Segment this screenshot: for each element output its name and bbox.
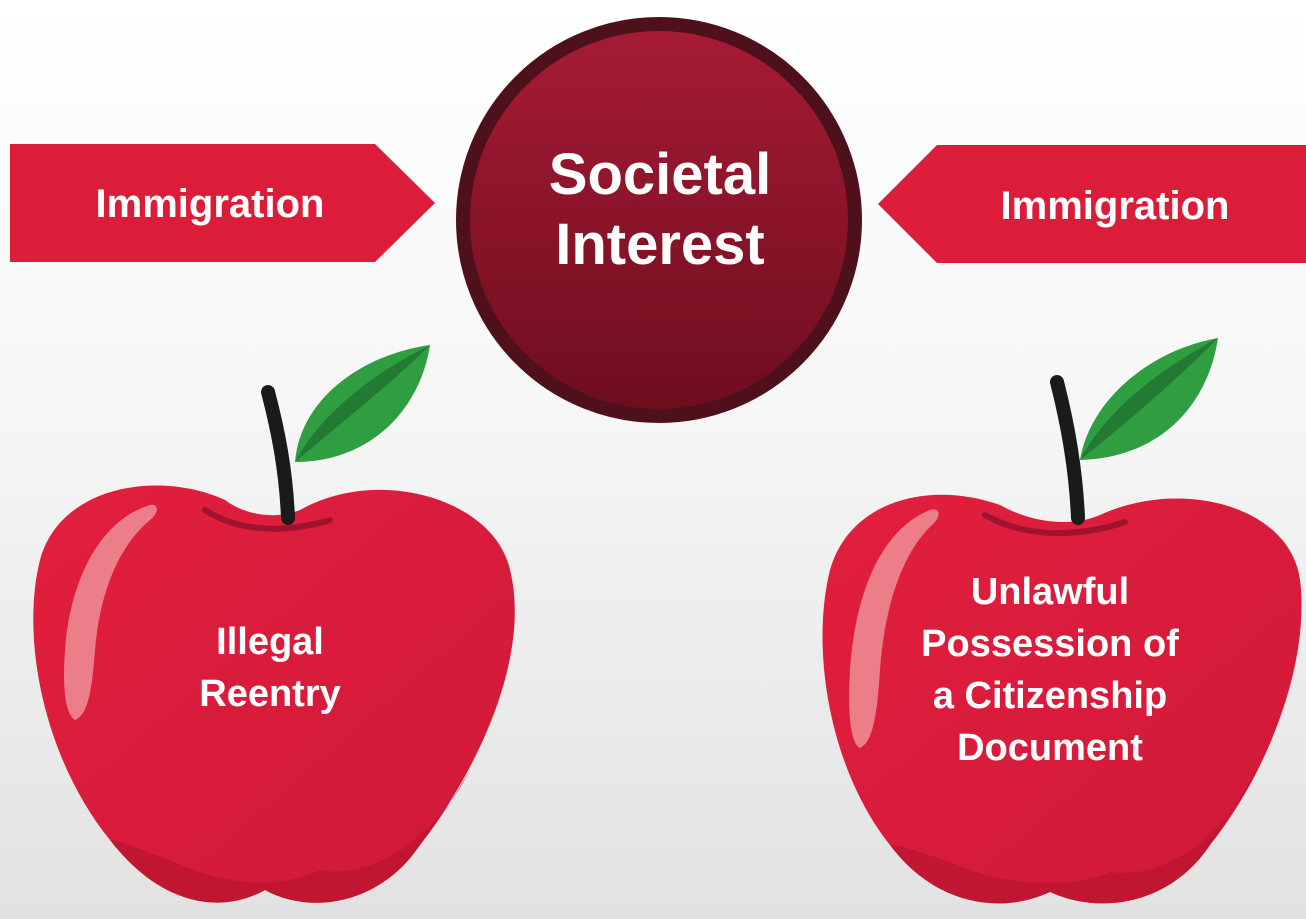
apple-right-line2: Possession of (921, 623, 1179, 665)
apple-left-icon (33, 345, 515, 903)
apple-left-line2: Reentry (199, 673, 341, 715)
center-circle (456, 17, 862, 423)
apple-right-icon (822, 338, 1302, 904)
apple-dimple (202, 507, 333, 532)
arrow-left (10, 144, 435, 262)
apple-right-label: Unlawful Possession of a Citizenship Doc… (880, 566, 1220, 774)
apple-body (33, 485, 515, 903)
stem-icon (1050, 375, 1085, 525)
apple-highlight (64, 504, 157, 720)
apple-dimple (982, 512, 1128, 537)
apple-highlight (849, 509, 939, 748)
center-title-line2: Interest (555, 212, 765, 277)
apple-right-line4: Document (957, 727, 1143, 769)
apple-left-label: Illegal Reentry (140, 616, 400, 720)
apple-shadow (110, 770, 470, 903)
apple-left-line1: Illegal (216, 621, 324, 663)
apple-right-line1: Unlawful (970, 571, 1130, 613)
arrow-right (878, 145, 1306, 263)
apple-body (822, 494, 1302, 904)
apple-right-line3: a Citizenship (932, 675, 1168, 717)
apple-shadow (890, 765, 1260, 904)
stem-icon (261, 385, 295, 525)
arrow-left-label: Immigration (95, 182, 325, 226)
center-title-line1: Societal (548, 142, 772, 207)
center-title: Societal Interest (455, 140, 865, 280)
arrow-right-label: Immigration (1000, 184, 1230, 228)
